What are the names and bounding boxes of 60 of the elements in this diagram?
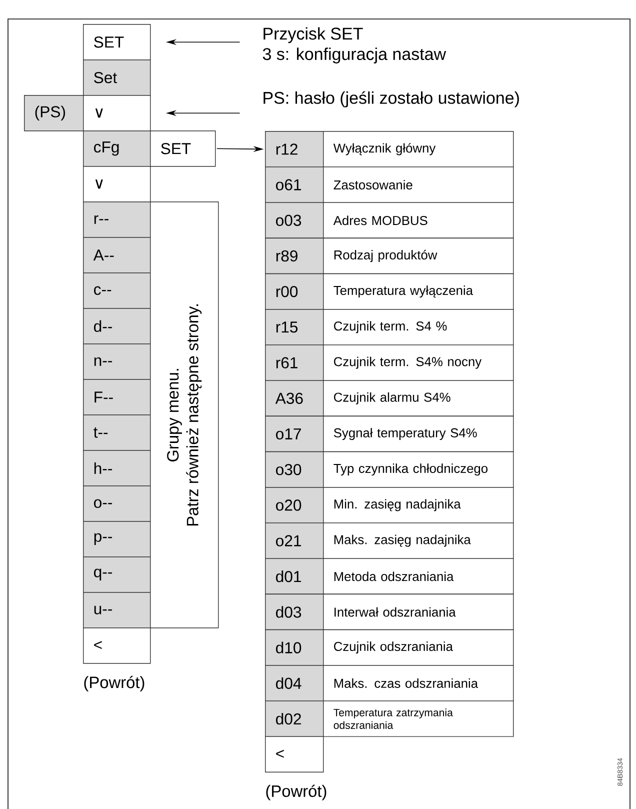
description-cell: Czujnik term. S4% nocny xyxy=(323,344,514,381)
parameter-cell: A36 xyxy=(265,380,324,416)
menu-cell: < xyxy=(83,628,151,664)
menu-cell: ∨ xyxy=(83,95,151,132)
description-cell: Zastosowanie xyxy=(323,166,514,203)
menu-cell: t-- xyxy=(83,414,151,451)
menu-cell: ∨ xyxy=(83,166,151,202)
menu-cell: SET xyxy=(150,130,216,167)
description-cell: Sygnał temperatury S4% xyxy=(323,416,514,452)
description-cell: Typ czynnika chłodniczego xyxy=(323,451,514,488)
menu-cell: p-- xyxy=(83,521,151,558)
menu-cell: (PS) xyxy=(24,95,84,132)
caption-text: (Powrót) xyxy=(266,784,326,800)
menu-cell: < xyxy=(265,736,324,773)
menu-cell: Set xyxy=(83,60,151,96)
parameter-cell: o61 xyxy=(265,166,324,203)
menu-cell: h-- xyxy=(83,450,151,486)
menu-cell: SET xyxy=(83,24,151,60)
menu-cell: F-- xyxy=(83,379,151,416)
parameter-cell: o17 xyxy=(265,416,324,452)
menu-cell: u-- xyxy=(83,592,151,628)
parameter-cell: r61 xyxy=(265,344,324,381)
description-cell: Czujnik alarmu S4% xyxy=(323,380,514,416)
description-cell: Wyłącznik główny xyxy=(323,131,514,168)
parameter-cell: d04 xyxy=(265,665,324,702)
annotation-text: Przycisk SET 3 s: konfiguracja nastaw xyxy=(262,27,446,64)
caption-text: (Powrót) xyxy=(84,676,144,692)
description-cell: Maks. czas odszraniania xyxy=(323,665,514,702)
description-cell: Adres MODBUS xyxy=(323,202,514,239)
menu-cell: o-- xyxy=(83,486,151,522)
description-cell: Interwał odszraniania xyxy=(323,594,514,630)
parameter-cell: r12 xyxy=(265,131,324,168)
annotation-text: PS: hasło (jeśli zostało ustawione) xyxy=(264,91,519,108)
description-cell: Min. zasięg nadajnika xyxy=(323,487,514,524)
parameter-cell: r89 xyxy=(265,238,324,274)
menu-cell: c-- xyxy=(83,272,151,309)
parameter-cell: o03 xyxy=(265,202,324,239)
menu-cell: d-- xyxy=(83,308,151,344)
description-cell: Czujnik odszraniania xyxy=(323,629,514,666)
parameter-cell: d03 xyxy=(265,594,324,630)
parameter-cell: o20 xyxy=(265,487,324,524)
menu-cell: cFg xyxy=(83,130,151,167)
menu-cell: r-- xyxy=(83,202,151,238)
description-cell: Czujnik term. S4 % xyxy=(323,309,514,346)
parameter-cell: d10 xyxy=(265,629,324,666)
note-box: Grupy menu. Patrz również następne strony. xyxy=(150,202,219,628)
menu-cell: n-- xyxy=(83,344,151,380)
description-cell: Maks. zasięg nadajnika xyxy=(323,522,514,559)
description-cell: Temperatura zatrzymania odszraniania xyxy=(323,700,514,737)
description-cell: Metoda odszraniania xyxy=(323,558,514,595)
parameter-cell: r15 xyxy=(265,309,324,346)
menu-cell: A-- xyxy=(83,237,151,274)
description-cell: Rodzaj produktów xyxy=(323,238,514,274)
parameter-cell: r00 xyxy=(265,273,324,310)
parameter-cell: o21 xyxy=(265,522,324,559)
parameter-cell: d02 xyxy=(265,700,324,737)
parameter-cell: o30 xyxy=(265,451,324,488)
parameter-cell: d01 xyxy=(265,558,324,595)
menu-cell: q-- xyxy=(83,556,151,593)
description-cell: Temperatura wyłączenia xyxy=(323,273,514,310)
